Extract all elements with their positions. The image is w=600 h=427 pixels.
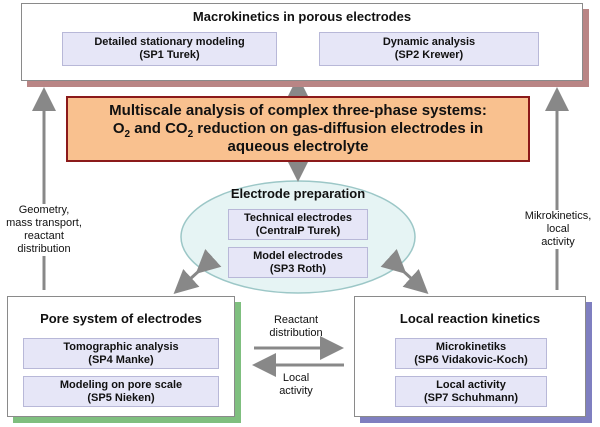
tomographic-analysis-item: Tomographic analysis (SP4 Manke) [23,338,219,369]
item-line1: Detailed stationary modeling [94,36,245,48]
pore-system-box: Pore system of electrodes Tomographic an… [7,296,235,417]
item-line2: (SP3 Roth) [269,262,327,275]
item-line1: Microkinetiks [435,340,507,353]
item-line2: (CentralP Turek) [255,224,341,237]
item-line1: Model electrodes [253,249,343,262]
right-side-label: Mikrokinetics, local activity [516,210,600,249]
central-line3: aqueous electrolyte [227,138,369,155]
left-side-label: Geometry, mass transport, reactant distr… [0,204,88,256]
central-line1: Multiscale analysis of complex three-pha… [109,102,487,119]
item-line2: (SP6 Vidakovic-Koch) [414,353,528,366]
macrokinetics-title: Macrokinetics in porous electrodes [192,9,412,24]
local-activity-label: Local activity [279,372,313,397]
stationary-modeling-item: Detailed stationary modeling (SP1 Turek) [62,32,277,66]
reactant-distribution-label: Reactant distribution [269,314,323,339]
item-line1: Modeling on pore scale [59,378,183,391]
arrow-ellipse-left-box [173,249,222,295]
item-line1: Dynamic analysis [382,36,476,48]
item-line2: (SP7 Schuhmann) [423,391,519,404]
item-line1: Technical electrodes [243,211,352,224]
item-line2: (SP2 Krewer) [394,49,464,61]
pore-scale-modeling-item: Modeling on pore scale (SP5 Nieken) [23,376,219,407]
electrode-preparation-title: Electrode preparation [230,186,366,201]
item-line2: (SP5 Nieken) [87,391,155,404]
dynamic-analysis-item: Dynamic analysis (SP2 Krewer) [319,32,539,66]
technical-electrodes-item: Technical electrodes (CentralP Turek) [228,209,368,240]
microkinetiks-item: Microkinetiks (SP6 Vidakovic-Koch) [395,338,547,369]
pore-system-title: Pore system of electrodes [40,311,202,326]
central-line2: O2 and CO2 reduction on gas-diffusion el… [112,120,484,140]
item-line2: (SP4 Manke) [88,353,154,366]
macrokinetics-box: Macrokinetics in porous electrodes Detai… [21,3,583,81]
model-electrodes-item: Model electrodes (SP3 Roth) [228,247,368,278]
multiscale-analysis-box: Multiscale analysis of complex three-pha… [66,96,530,162]
local-activity-item: Local activity (SP7 Schuhmann) [395,376,547,407]
item-line2: (SP1 Turek) [139,49,200,61]
item-line1: Tomographic analysis [63,340,179,353]
local-reaction-kinetics-title: Local reaction kinetics [399,311,541,326]
arrow-ellipse-right-box [380,249,429,295]
local-reaction-kinetics-box: Local reaction kinetics Microkinetiks (S… [354,296,586,417]
item-line1: Local activity [436,378,506,391]
